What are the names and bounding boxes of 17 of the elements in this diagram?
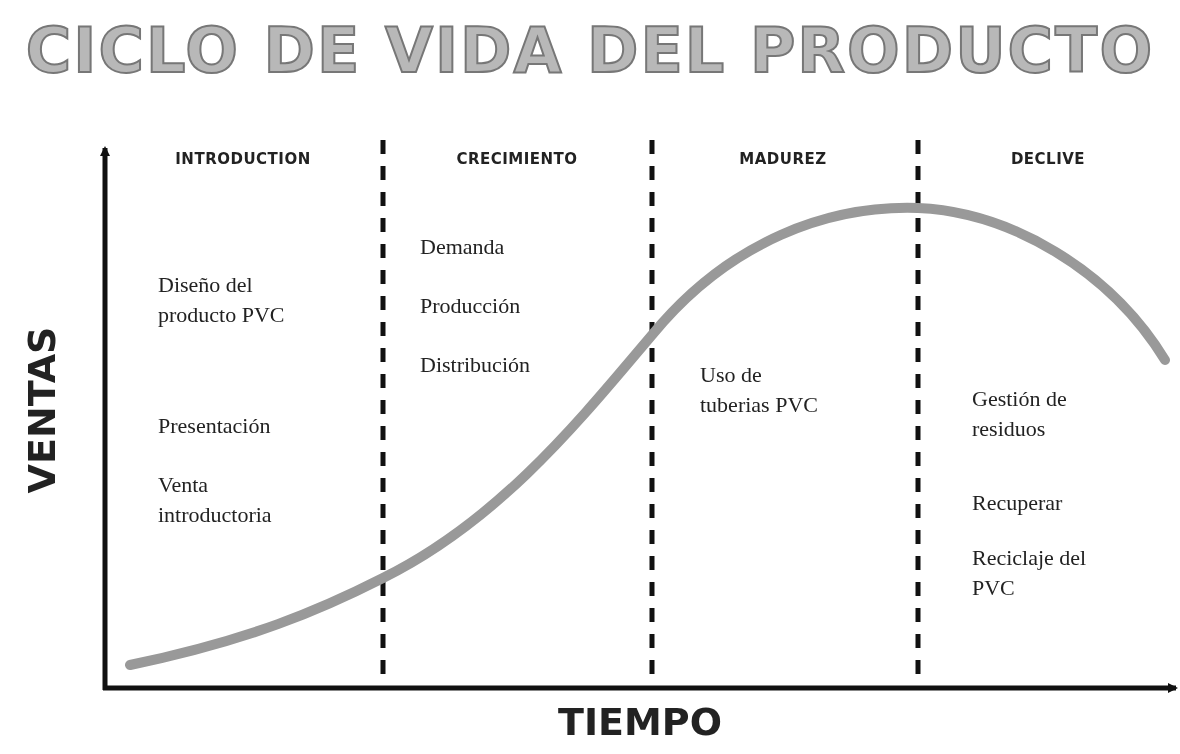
note-text: Gestión de residuos (972, 385, 1068, 443)
phase-heading: CRECIMIENTO (456, 150, 578, 168)
phase-heading: INTRODUCTION (175, 150, 311, 168)
axis-label: VENTAS (20, 326, 64, 494)
note-text: Demanda (420, 233, 506, 261)
note-text: Presentación (158, 412, 272, 440)
note-text: Recuperar (972, 489, 1064, 517)
chart-title: CICLO DE VIDA DEL PRODUCTO (24, 14, 1156, 87)
note-text: Diseño del producto PVC (158, 271, 286, 329)
phase-heading: MADUREZ (739, 150, 827, 168)
note-text: Distribución (420, 351, 531, 379)
note-text: Producción (420, 292, 522, 320)
note-text: Venta introductoria (158, 471, 273, 529)
phase-heading: DECLIVE (1010, 150, 1086, 168)
note-text: Uso de tuberias PVC (700, 361, 819, 419)
note-text: Reciclaje del PVC (972, 544, 1088, 602)
axis-label: TIEMPO (558, 700, 722, 744)
